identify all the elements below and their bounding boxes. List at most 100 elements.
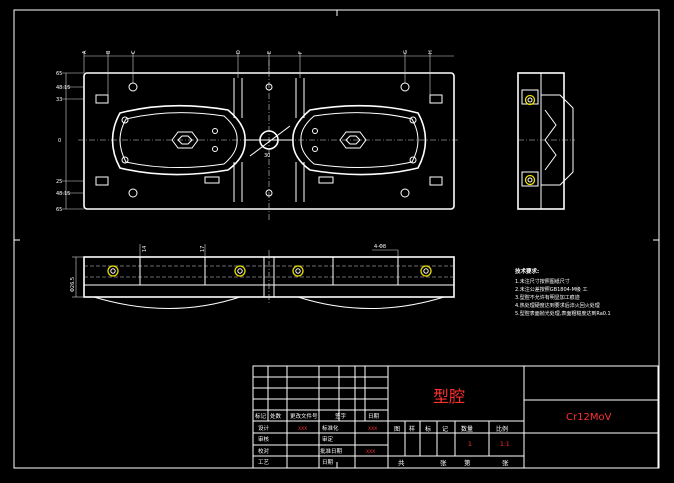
red-mark: XXX <box>366 449 375 455</box>
top-dim-labels: A B C D E F G H <box>82 50 434 54</box>
left-cavity-inner <box>119 112 238 169</box>
tb-row-label: 日期 <box>322 459 334 466</box>
dim-label: 25 <box>56 179 62 185</box>
tb-stage: 数量 <box>461 425 473 433</box>
cooling-hole <box>234 265 246 277</box>
dim-label: 65 <box>56 71 62 77</box>
pin-hole <box>312 146 318 152</box>
pin-hole <box>121 156 129 164</box>
tb-row-label: 校对 <box>258 447 270 455</box>
section-curve <box>297 296 445 309</box>
dim-label: A <box>82 50 88 54</box>
right-cavity-outline <box>292 104 427 176</box>
tb-stage: 比例 <box>496 425 508 433</box>
cooling-channel <box>95 176 109 186</box>
runner-section <box>249 125 291 157</box>
tb-header: 处数 <box>270 412 282 420</box>
section-curve <box>93 296 241 309</box>
tb-header: 日期 <box>368 413 380 420</box>
dim-label: C <box>131 50 137 54</box>
quantity: 1 <box>468 441 472 448</box>
right-cavity-inner <box>300 112 419 169</box>
left-insert-hex <box>171 131 199 149</box>
tb-sheet: 张 <box>502 458 509 467</box>
tech-item: 5.型腔表面抛光处理,表面粗糙度达到Ra0.1 <box>515 310 611 317</box>
cooling-channel <box>95 94 109 104</box>
dim-label: 17 <box>200 246 206 252</box>
cooling-hole-inner <box>295 268 301 274</box>
vent-slot <box>204 176 220 184</box>
cooling-hole <box>292 265 304 277</box>
tech-item: 1.未注尺寸按照图纸尺寸 <box>515 278 570 285</box>
tb-sheet: 张 <box>440 458 447 467</box>
dim-label: 4-Φ8 <box>374 244 386 250</box>
tb-row-label: 审核 <box>258 435 270 443</box>
tb-stage: 记 <box>442 426 448 433</box>
red-mark: XXX <box>368 426 377 432</box>
tb-header: 签字 <box>335 412 347 420</box>
screw-hole <box>265 189 273 197</box>
guide-hole <box>400 82 410 92</box>
tech-item: 3.型腔不允许有明显加工痕迹 <box>515 294 580 301</box>
dim-label: D <box>236 50 242 54</box>
part-name: 型腔 <box>433 387 465 406</box>
material: Cr12MoV <box>566 412 612 423</box>
tb-row-label: 标准化 <box>322 424 339 432</box>
title-block: 标记 处数 更改文件号 签字 日期 设计 标准化 审核 审定 校对 批准日期 工… <box>252 365 659 469</box>
tech-item: 4.热处理硬度达到要求后淬火回火处理 <box>515 302 600 309</box>
dim-label: F <box>298 51 304 54</box>
pin-hole <box>409 116 417 124</box>
left-dim-labels: 65 48.15 33 0 25 48.15 65 <box>56 71 70 213</box>
dim-label: 14 <box>142 246 148 252</box>
tb-row-label: 设计 <box>258 424 270 432</box>
right-insert-hex <box>339 131 367 149</box>
pin-hole <box>212 128 218 134</box>
tb-stage: 样 <box>409 425 415 433</box>
guide-hole <box>128 188 138 198</box>
guide-hole <box>400 188 410 198</box>
scale: 1:1 <box>500 441 510 448</box>
cooling-hole-inner <box>237 268 243 274</box>
cooling-hole <box>107 265 119 277</box>
tb-row-label: 工艺 <box>258 459 270 466</box>
cooling-hole-inner <box>527 97 533 103</box>
tech-title: 技术要求: <box>515 267 539 275</box>
left-cavity-outline <box>111 104 246 176</box>
dim-label: 65 <box>56 207 62 213</box>
dim-label: Φ26.5 <box>70 277 76 292</box>
cooling-hole <box>524 94 536 106</box>
red-mark: XXX <box>298 426 307 432</box>
cooling-channel <box>429 176 443 186</box>
section-view <box>72 244 455 309</box>
tech-item: 2.未注公差按照GB1804-M级 工 <box>515 286 588 293</box>
screw-hole <box>265 83 273 91</box>
top-view <box>62 52 460 220</box>
tb-sheet: 共 <box>398 458 405 467</box>
pin-hole <box>212 146 218 152</box>
dim-label: G <box>403 50 409 54</box>
dim-label: 48.15 <box>56 191 70 197</box>
cooling-channel <box>429 94 443 104</box>
cooling-hole-inner <box>423 268 429 274</box>
pin-hole <box>121 116 129 124</box>
pin-hole <box>312 128 318 134</box>
side-boss <box>521 171 539 187</box>
tech-requirements: 技术要求: 1.未注尺寸按照图纸尺寸 2.未注公差按照GB1804-M级 工 3… <box>515 267 611 317</box>
tb-header: 更改文件号 <box>290 412 318 420</box>
vent-slot <box>318 176 334 184</box>
dim-label: H <box>428 50 434 54</box>
cooling-hole-inner <box>110 268 116 274</box>
dim-label: E <box>267 51 273 54</box>
dim-label: 0 <box>58 138 61 144</box>
pin-hole <box>409 156 417 164</box>
title-block-frame <box>252 365 659 469</box>
guide-hole <box>128 82 138 92</box>
dim-label: 30 <box>264 153 270 159</box>
side-view <box>517 72 575 210</box>
right-insert-hex-inner <box>345 135 361 145</box>
dim-label: 48.15 <box>56 85 70 91</box>
cooling-hole <box>524 174 536 186</box>
tb-row-label: 审定 <box>322 435 334 443</box>
cooling-hole <box>420 265 432 277</box>
tb-row-label: 批准日期 <box>320 447 343 455</box>
